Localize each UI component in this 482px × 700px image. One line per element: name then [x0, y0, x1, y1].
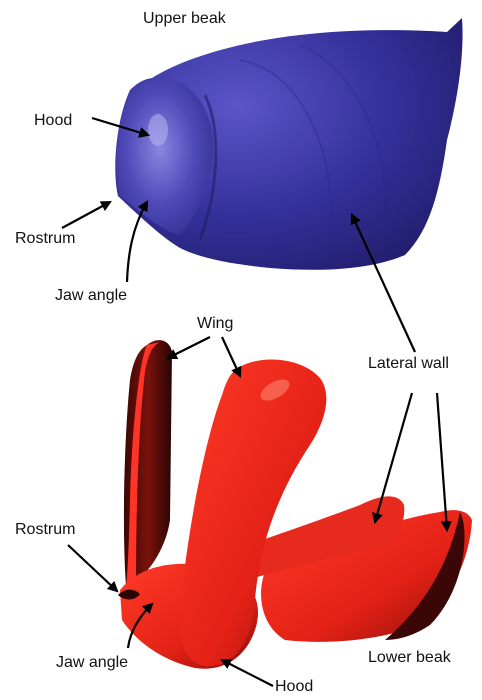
arrow-hood-lower: [222, 660, 273, 686]
arrow-rostrum-upper: [62, 202, 110, 228]
label-rostrum-lower: Rostrum: [15, 522, 75, 538]
lower-beak-shape: [118, 340, 472, 669]
title-lower-beak: Lower beak: [368, 650, 451, 666]
label-hood-upper: Hood: [34, 113, 72, 129]
arrow-lateral-wall-right: [437, 393, 447, 530]
label-hood-lower: Hood: [275, 679, 313, 695]
arrow-rostrum-lower: [68, 545, 117, 591]
label-jaw-angle-upper: Jaw angle: [55, 288, 127, 304]
label-jaw-angle-lower: Jaw angle: [56, 655, 128, 671]
label-rostrum-upper: Rostrum: [15, 231, 75, 247]
title-upper-beak: Upper beak: [143, 11, 226, 27]
upper-beak-shape: [115, 18, 462, 270]
arrow-wing-left: [168, 337, 210, 358]
label-lateral-wall: Lateral wall: [368, 356, 449, 372]
label-wing: Wing: [197, 316, 233, 332]
arrow-wing-right: [222, 337, 240, 376]
